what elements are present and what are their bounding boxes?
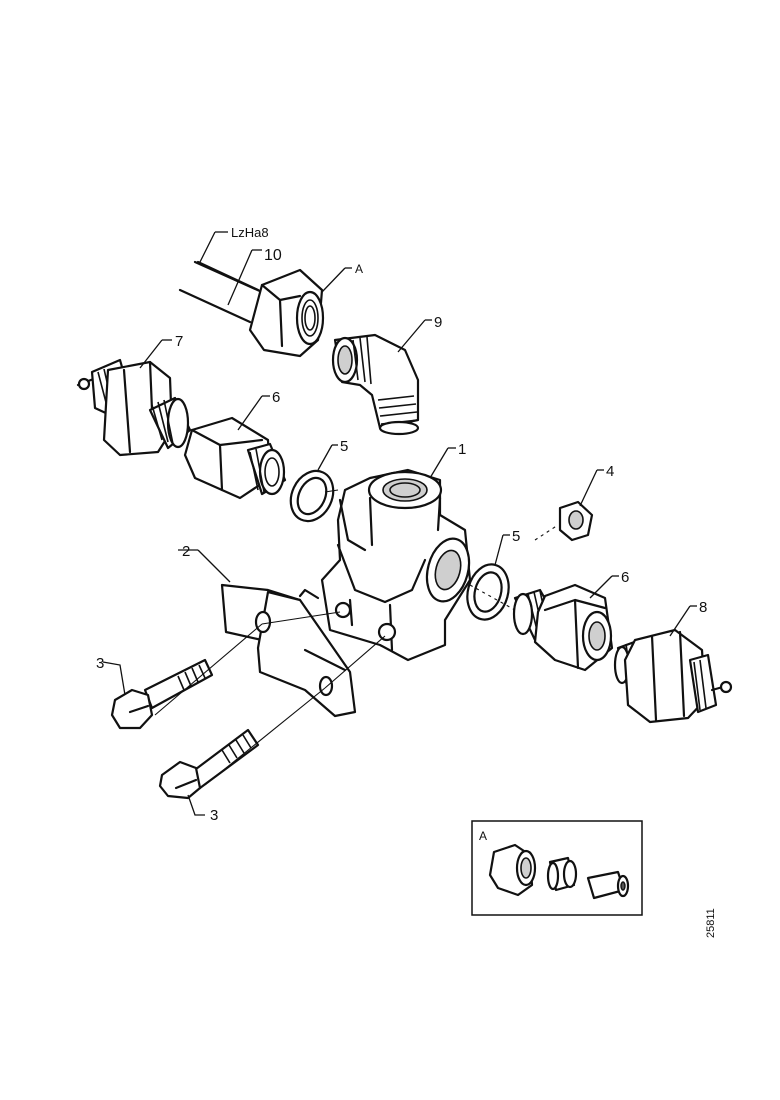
callout-labels: LzHa8 10 A 9 7 6 5 1 4 5 6 8 2 3 3 xyxy=(96,225,707,824)
mounting-bracket xyxy=(220,583,357,718)
callout-adapter-left: 6 xyxy=(272,389,280,406)
fitting-nut-a xyxy=(248,268,325,358)
leader-lines xyxy=(102,231,697,816)
tube-assembly xyxy=(178,260,325,358)
adapter-right xyxy=(512,583,614,672)
bolt-upper xyxy=(110,658,214,730)
callout-switch-right: 8 xyxy=(699,599,707,616)
adapter-left xyxy=(183,416,287,500)
callout-adapter-right: 6 xyxy=(621,569,629,586)
callout-tee-block: 1 xyxy=(458,441,466,458)
callout-bolt-lower: 3 xyxy=(210,807,218,824)
callout-washer-left: 5 xyxy=(340,438,348,455)
callout-switch-left: 7 xyxy=(175,333,183,350)
bolt-lower xyxy=(158,728,260,800)
callout-detail-ref: A xyxy=(355,262,363,276)
callout-elbow: 9 xyxy=(434,314,442,331)
inset-label: A xyxy=(479,829,487,843)
elbow-fitting xyxy=(331,333,420,436)
pressure-switch-left xyxy=(76,358,192,457)
callout-tube: 10 xyxy=(264,247,282,264)
sealing-washer-left xyxy=(289,469,335,523)
callout-nut: 4 xyxy=(606,463,614,480)
sealing-washer-right xyxy=(466,563,510,621)
inset-insert xyxy=(586,870,630,900)
callout-bolt-upper: 3 xyxy=(96,655,104,672)
figure-number: 25811 xyxy=(705,908,717,938)
assembly-axes xyxy=(154,489,559,786)
inset-sleeve xyxy=(546,856,578,892)
callout-washer-right: 5 xyxy=(512,528,520,545)
callout-bracket: 2 xyxy=(182,543,190,560)
hex-nut xyxy=(558,500,594,542)
detail-inset-a: A xyxy=(471,820,643,916)
inset-nut xyxy=(488,843,537,897)
callout-tube-spec: LzHa8 xyxy=(231,225,269,240)
pressure-switch-right xyxy=(613,628,733,724)
tee-block xyxy=(320,468,472,662)
